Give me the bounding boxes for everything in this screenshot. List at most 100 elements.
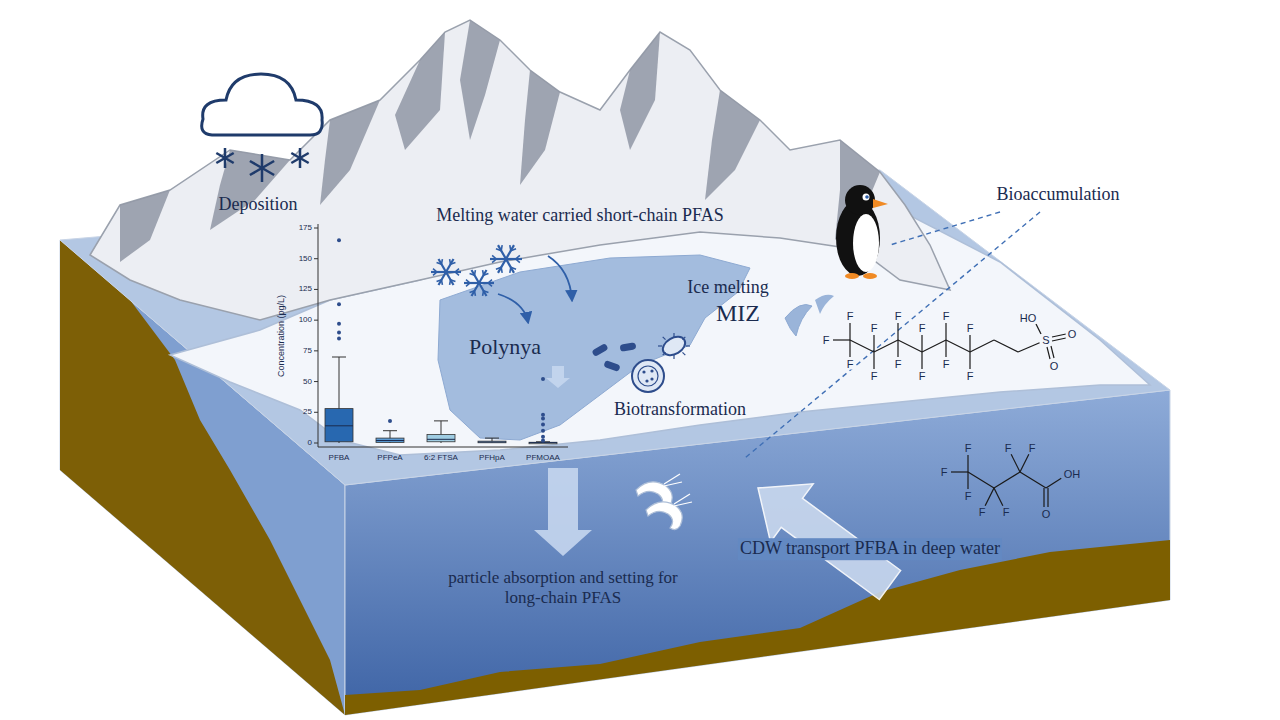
outlier-dot [541,439,545,443]
atom-label: F [821,335,832,346]
shrimp-icon [674,502,692,506]
bacterium-icon [673,333,674,337]
seabed [345,540,1170,715]
chem-bond [874,340,898,352]
category-label: PFHpA [479,453,505,463]
snowflake [498,245,514,273]
miz-floe [785,305,812,337]
bacterium-icon [686,345,690,346]
box-median [325,425,353,426]
chem-bond [967,472,968,489]
axis-title: Concentration (pg/L) [276,295,287,377]
atom-label: F [869,323,880,334]
box-plot-box [478,441,506,443]
box-plot-box [325,409,353,442]
atom-label: F [965,371,976,382]
chart-tick [314,443,318,444]
chart-tick [314,381,318,382]
chem-bond [921,352,922,369]
leader-line [745,212,1040,458]
chem-bond [833,339,850,340]
chart-tick [314,258,318,259]
penguin [845,185,875,215]
atom-label: F [1005,443,1012,454]
chem-bond [1011,454,1020,472]
atom-label: F [941,311,952,322]
chem-bond [1052,338,1066,341]
process-label: CDW transport PFBA in deep water [738,538,1002,560]
penguin [853,214,879,272]
snowflake [498,245,514,273]
process-label: Ice melting [687,277,768,299]
chem-bond [849,323,850,340]
chem-bond [994,488,1003,506]
chart-tick [314,289,318,290]
leader-line [890,212,1000,245]
snowflake [500,267,503,273]
snowflake [466,280,470,283]
snowflake [484,291,489,293]
atom-label: F [1029,443,1036,454]
chem-bond [1051,346,1054,358]
snowflake [451,280,456,282]
outlier-dot [337,238,341,242]
chem-bond [922,340,946,352]
snow-asterisk [250,161,274,175]
snowflake [472,270,487,296]
outlier-dot [541,413,545,417]
bacterium-icon [663,337,666,340]
box-whisker [434,420,448,421]
atom-label: F [1003,507,1010,518]
outlier-dot [541,429,545,433]
chem-bond [873,352,874,369]
box-median [376,440,404,441]
axis-tick-label: 75 [303,346,312,356]
atom-label: F [869,371,880,382]
chem-bond [897,323,898,340]
chart-axis [318,224,319,447]
shrimp-icon [664,482,682,486]
atom-label: F [917,371,928,382]
atom-label: F [941,467,948,478]
snowflake [511,267,516,269]
region-label: MIZ [716,299,760,328]
penguin [863,194,870,201]
cell-icon [650,369,653,372]
atom-label: F [979,507,986,518]
region-label: Polynya [469,334,541,360]
chart-axis [318,447,568,448]
chem-bond [1052,334,1066,337]
atom-label: F [917,323,928,334]
penguin [863,273,877,279]
chem-bond [1018,343,1040,352]
process-label: particle absorption and setting for long… [438,568,688,609]
snowflake [433,269,437,272]
category-label: PFMOAA [526,453,560,463]
box-median [427,439,455,440]
penguin [865,195,869,199]
cell-icon [638,366,658,386]
atom-label: HO [1018,313,1039,324]
penguin [845,273,859,279]
process-label: Melting water carried short-chain PFAS [436,205,724,227]
snowflake [492,255,496,259]
chem-bond [1047,347,1050,359]
process-label: Bioaccumulation [997,184,1120,206]
mountain-shade [395,32,445,150]
snow-asterisk [291,153,308,163]
outlier-dot [541,423,545,427]
atom-label: OH [1064,469,1081,480]
axis-tick-label: 100 [299,315,312,325]
mountain-shade [320,100,380,205]
melt-arrow [498,294,528,322]
cell-icon [650,377,653,380]
atom-label: F [845,311,856,322]
cell-icon [632,360,664,392]
atom-label: F [965,491,972,502]
snow-asterisk [216,153,233,163]
chem-bond [921,335,922,352]
snowflake [511,249,516,251]
outlier-dot [337,302,341,306]
atom-label: F [941,359,952,370]
snow-asterisk [216,153,233,163]
